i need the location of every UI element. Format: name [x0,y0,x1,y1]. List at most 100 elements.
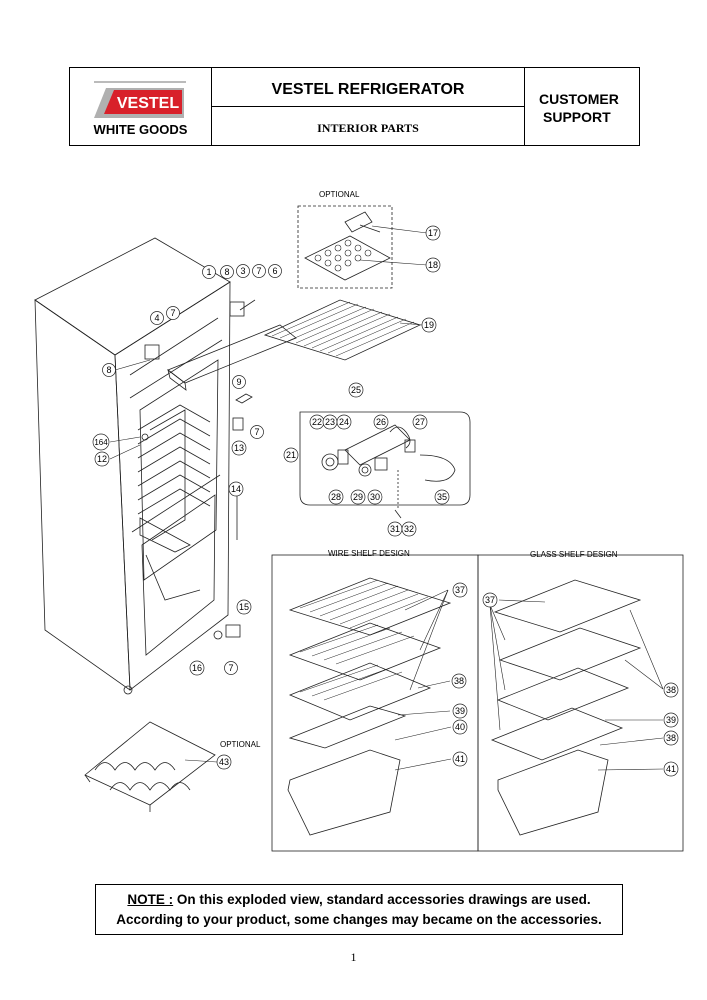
svg-text:24: 24 [339,417,349,427]
svg-text:15: 15 [239,602,249,612]
callout-13: 13 [231,440,247,456]
svg-text:40: 40 [455,722,465,732]
svg-text:18: 18 [428,260,438,270]
svg-text:21: 21 [286,450,296,460]
page-number: 1 [350,950,357,964]
callout-7d: 7 [224,661,238,675]
support-line-1: CUSTOMER [539,91,619,107]
callout-38-wire: 38 [451,673,467,689]
svg-text:27: 27 [415,417,425,427]
callout-37-glass: 37 [482,592,498,608]
callout-15: 15 [236,599,252,615]
glass-shelf-label: GLASS SHELF DESIGN [530,550,618,559]
callout-6: 6 [268,264,282,278]
svg-text:164: 164 [94,438,108,447]
shelf-design-panels [271,554,684,852]
support-line-2: SUPPORT [543,109,611,125]
svg-text:4: 4 [154,313,159,323]
svg-text:30: 30 [370,492,380,502]
refrigerator-cabinet-drawing [34,237,297,695]
svg-text:38: 38 [666,685,676,695]
svg-text:26: 26 [376,417,386,427]
logo-cell: VESTEL WHITE GOODS [70,68,212,145]
page-subtitle: INTERIOR PARTS [317,121,419,135]
callout-9: 9 [232,375,246,389]
svg-text:37: 37 [485,595,495,605]
note-line-2: According to your product, some changes … [116,912,602,927]
callout-12: 12 [94,451,110,467]
svg-text:22: 22 [312,417,322,427]
svg-text:7: 7 [228,663,233,673]
callout-7a: 7 [252,264,266,278]
svg-text:9: 9 [236,377,241,387]
leader-lines [109,225,664,771]
callout-17: 17 [425,225,441,241]
svg-text:37: 37 [455,585,465,595]
callout-164: 164 [92,433,110,451]
callout-1: 1 [202,265,216,279]
callout-22: 22 [309,414,325,430]
callout-41-wire: 41 [452,751,468,767]
vestel-logo: VESTEL [94,81,186,118]
svg-text:23: 23 [325,417,335,427]
callout-19: 19 [421,317,437,333]
svg-text:43: 43 [219,757,229,767]
support-cell: CUSTOMER SUPPORT [525,68,639,145]
svg-text:14: 14 [231,484,241,494]
svg-text:7: 7 [254,427,259,437]
svg-text:7: 7 [256,266,261,276]
svg-text:41: 41 [455,754,465,764]
callout-27: 27 [412,414,428,430]
callout-31: 31 [387,521,403,537]
callout-32: 32 [401,521,417,537]
callout-35: 35 [434,489,450,505]
svg-text:39: 39 [666,715,676,725]
callout-28: 28 [328,489,344,505]
svg-text:8: 8 [106,365,111,375]
svg-text:1: 1 [206,267,211,277]
svg-text:6: 6 [272,266,277,276]
callout-43: 43 [216,754,232,770]
svg-text:8: 8 [224,267,229,277]
bottle-rack-drawing [84,721,216,812]
svg-text:16: 16 [192,663,202,673]
callout-37-wire: 37 [452,582,468,598]
wire-shelf-label: WIRE SHELF DESIGN [328,549,410,558]
svg-text:3: 3 [240,266,245,276]
callout-30: 30 [367,489,383,505]
callout-38-glass-a: 38 [663,682,679,698]
callout-8a: 8 [220,265,234,279]
note-lead: NOTE : [127,892,174,907]
callout-7c: 7 [250,425,264,439]
title-cell: VESTEL REFRIGERATOR INTERIOR PARTS [212,68,525,145]
callout-40: 40 [452,719,468,735]
callout-14: 14 [228,481,244,497]
callout-41-glass: 41 [663,761,679,777]
ice-tray-drawing [297,205,393,289]
svg-text:29: 29 [353,492,363,502]
callout-7b: 7 [166,306,180,320]
callout-24: 24 [336,414,352,430]
svg-text:38: 38 [454,676,464,686]
callout-25: 25 [348,382,364,398]
callout-21: 21 [283,447,299,463]
callout-39-glass: 39 [663,712,679,728]
svg-text:13: 13 [234,443,244,453]
svg-text:39: 39 [455,706,465,716]
svg-text:17: 17 [428,228,438,238]
optional-top-label: OPTIONAL [319,190,360,199]
callout-8b: 8 [102,363,116,377]
svg-text:32: 32 [404,524,414,534]
callout-4: 4 [150,311,164,325]
svg-text:41: 41 [666,764,676,774]
note-line-1-text: On this exploded view, standard accessor… [176,892,591,907]
thermostat-group-drawing [299,411,471,519]
svg-text:35: 35 [437,492,447,502]
svg-text:7: 7 [170,308,175,318]
svg-text:28: 28 [331,492,341,502]
freezer-wire-shelf-drawing [263,299,422,361]
brand-subtitle: WHITE GOODS [93,122,188,137]
callout-3: 3 [236,264,250,278]
page-title: VESTEL REFRIGERATOR [212,68,524,107]
